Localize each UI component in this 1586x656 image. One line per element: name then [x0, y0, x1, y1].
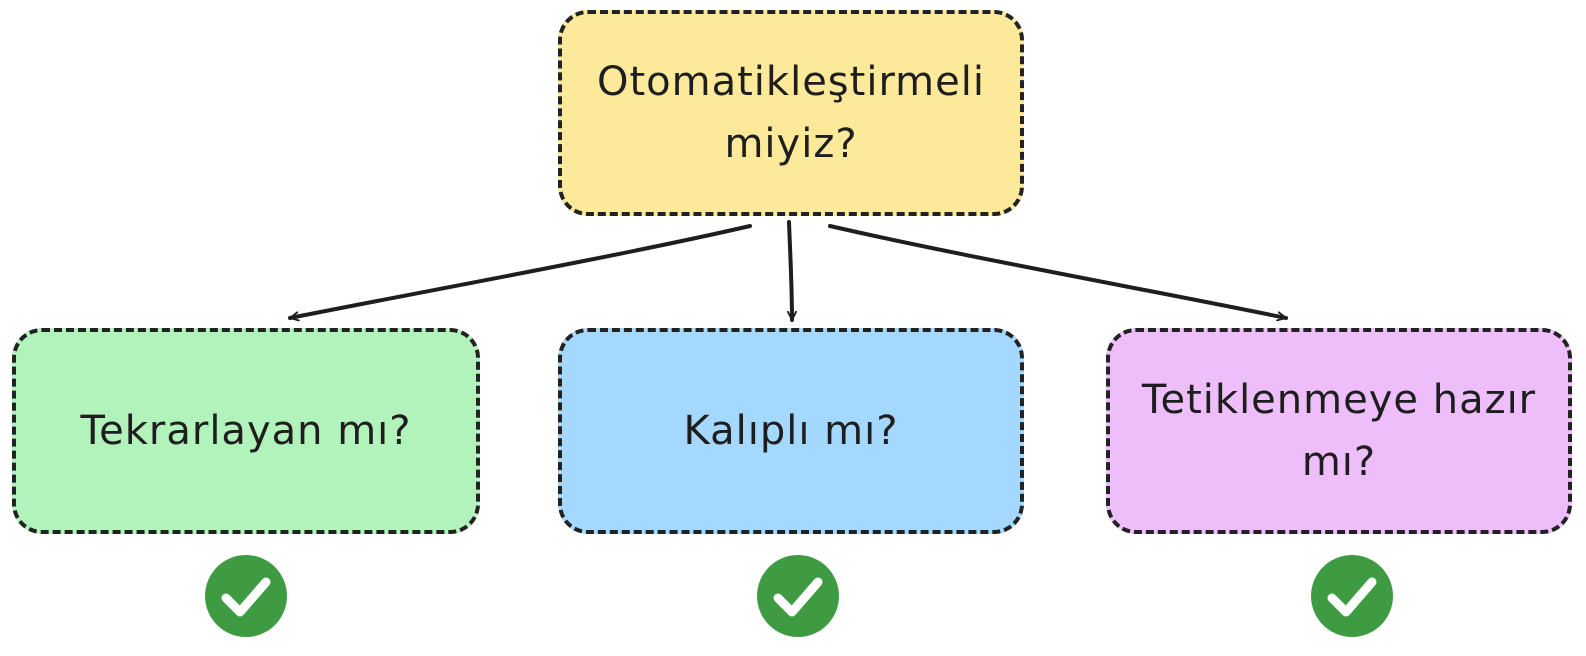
check-circle-icon	[757, 555, 839, 637]
branch-node-tetiklenmeye: Tetiklenmeye hazır mı?	[1106, 328, 1572, 534]
check-circle-icon	[1311, 555, 1393, 637]
arrow-to-kalipli	[789, 220, 792, 322]
branch-node-kalipli: Kalıplı mı?	[558, 328, 1024, 534]
root-question-label: Otomatikleştirmeli miyiz?	[597, 59, 985, 167]
branch-node-tekrarlayan: Tekrarlayan mı?	[12, 328, 480, 534]
arrow-to-tetiklenmeye	[828, 224, 1288, 318]
branch-label-tekrarlayan: Tekrarlayan mı?	[80, 408, 412, 454]
branch-label-tetiklenmeye: Tetiklenmeye hazır mı?	[1141, 377, 1537, 485]
root-question-node: Otomatikleştirmeli miyiz?	[558, 10, 1024, 216]
arrow-to-tekrarlayan	[288, 224, 752, 318]
check-circle-icon	[205, 555, 287, 637]
branch-label-kalipli: Kalıplı mı?	[683, 408, 899, 454]
